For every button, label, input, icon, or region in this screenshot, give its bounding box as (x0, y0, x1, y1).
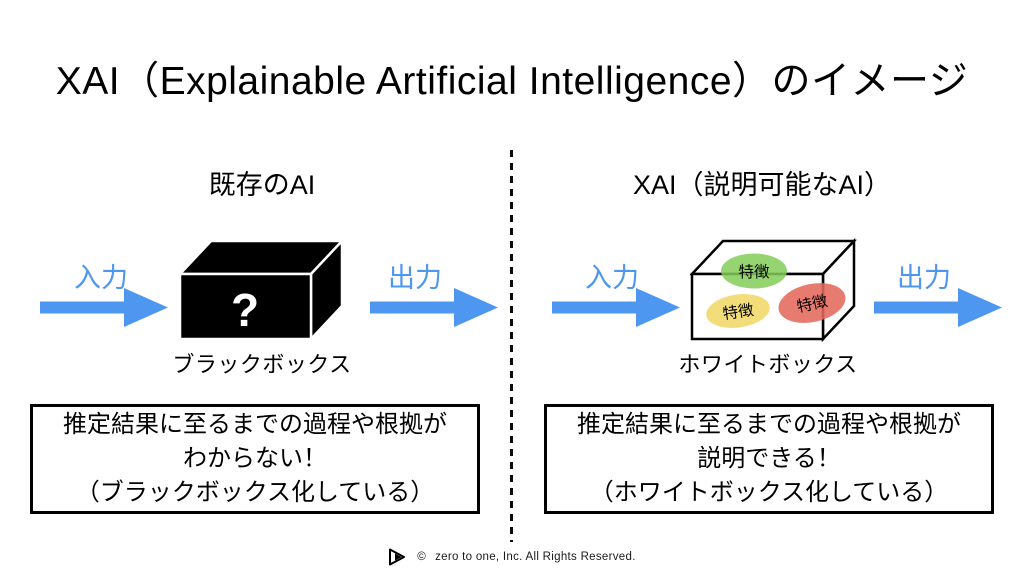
description-line: わからない！ (183, 445, 327, 472)
feature-label-green: 特徴 (738, 263, 770, 281)
left-section-header: 既存のAI (208, 170, 316, 200)
footer: © zero to one, Inc. All Rights Reserved. (0, 548, 1024, 566)
left-description-box: 推定結果に至るまでの過程や根拠が わからない！ （ブラックボックス化している） (30, 404, 480, 514)
question-mark: ? (231, 284, 259, 336)
description-line: 推定結果に至るまでの過程や根拠が (577, 411, 961, 438)
black-box-front-face (178, 272, 313, 341)
right-output-arrow-icon (874, 288, 1002, 327)
description-line: （ブラックボックス化している） (75, 479, 435, 506)
white-box-graphic: 特徴 特徴 特徴 (690, 237, 857, 342)
arrow-shape (552, 288, 680, 327)
page-title: XAI（Explainable Artificial Intelligence）… (55, 60, 969, 103)
play-triangle-logo-icon (389, 548, 406, 566)
left-input-label: 入力 (74, 263, 128, 293)
right-output-label: 出力 (897, 263, 951, 293)
arrow-shape (40, 288, 168, 327)
description-line: 推定結果に至るまでの過程や根拠が (63, 411, 447, 438)
copyright-symbol: © (417, 551, 427, 563)
feature-label-yellow: 特徴 (722, 301, 756, 323)
description-line: 説明できる！ (697, 445, 841, 472)
left-output-arrow-icon (370, 288, 498, 327)
feature-oval-yellow (706, 294, 770, 328)
dashed-divider-line (510, 150, 513, 542)
logo-inner-triangle (395, 553, 402, 561)
feature-oval-green (721, 253, 787, 289)
feature-oval-red (778, 283, 846, 323)
right-box-caption: ホワイトボックス (678, 352, 858, 377)
left-box-caption: ブラックボックス (172, 352, 352, 377)
arrow-shape (874, 288, 1002, 327)
right-input-label: 入力 (585, 263, 639, 293)
left-input-arrow-icon (40, 288, 168, 327)
right-section-header: XAI（説明可能なAI） (632, 170, 892, 200)
arrow-shape (370, 288, 498, 327)
left-output-label: 出力 (388, 263, 442, 293)
right-input-arrow-icon (552, 288, 680, 327)
right-description-box: 推定結果に至るまでの過程や根拠が 説明できる！ （ホワイトボックス化している） (544, 404, 994, 514)
description-line: （ホワイトボックス化している） (589, 479, 949, 506)
copyright-text: zero to one, Inc. All Rights Reserved. (435, 551, 636, 563)
black-box-graphic: ? (178, 237, 345, 342)
